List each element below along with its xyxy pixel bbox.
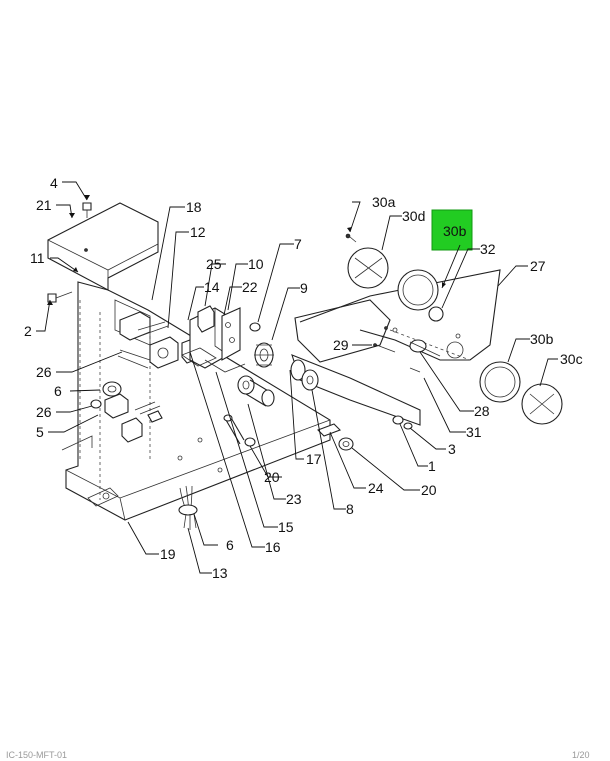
callout-label: 9 xyxy=(300,280,308,296)
callout-label: 24 xyxy=(368,480,384,496)
screw-part-4 xyxy=(82,202,92,218)
lens-30a xyxy=(345,233,389,289)
callout-label: 29 xyxy=(333,337,349,353)
callout-label: 28 xyxy=(474,403,490,419)
callout-label: 30c xyxy=(560,351,583,367)
callout-label: 4 xyxy=(50,175,58,191)
callout-label: 23 xyxy=(286,491,302,507)
footer-left: IC-150-MFT-01 xyxy=(6,750,67,760)
callout-label: 30d xyxy=(402,208,425,224)
callout-label: 20 xyxy=(264,469,280,485)
callout-label: 13 xyxy=(212,565,228,581)
callout-label: 25 xyxy=(206,256,222,272)
cover-plate xyxy=(47,202,159,291)
callout-label: 5 xyxy=(36,424,44,440)
callout-label: 6 xyxy=(226,537,234,553)
switch-bracket xyxy=(181,305,246,373)
callout-label: 12 xyxy=(190,224,206,240)
connector-cluster xyxy=(117,311,201,369)
callout-label: 31 xyxy=(466,424,482,440)
callout-label: 14 xyxy=(204,279,220,295)
shaft-rods xyxy=(223,414,245,445)
callout-label: 22 xyxy=(242,279,258,295)
nut-parts-1-3 xyxy=(392,415,413,430)
callout-label: 10 xyxy=(248,256,264,272)
highlighted-callout-label: 30b xyxy=(443,223,467,239)
lamp-assembly xyxy=(373,306,464,373)
pulley-assembly xyxy=(237,375,354,451)
drive-arm xyxy=(290,299,421,437)
callout-label: 32 xyxy=(480,241,496,257)
callout-label: 11 xyxy=(30,250,45,266)
callout-label: 21 xyxy=(36,197,52,213)
gear-part-9 xyxy=(254,342,274,368)
callout-label: 6 xyxy=(54,383,62,399)
knob-part-7 xyxy=(249,322,261,332)
callout-label: 30b xyxy=(530,331,554,347)
grommet-part-6 xyxy=(102,381,122,397)
callout-label: 7 xyxy=(294,236,302,252)
callout-label: 17 xyxy=(306,451,322,467)
bezel-30b xyxy=(479,361,521,403)
callout-label: 1 xyxy=(428,458,436,474)
nut-part-26 xyxy=(90,399,102,409)
callout-labels: 4 21 11 2 26 6 26 5 18 12 25 10 14 22 7 … xyxy=(24,175,583,581)
relay-part-5 xyxy=(104,393,163,443)
callout-label: 16 xyxy=(265,539,281,555)
callout-label: 19 xyxy=(160,546,176,562)
callout-label: 2 xyxy=(24,323,32,339)
callout-label: 30a xyxy=(372,194,396,210)
callout-label: 20 xyxy=(421,482,437,498)
footer-right: 1/20 xyxy=(572,750,590,760)
bezel-30d xyxy=(397,269,439,311)
highlight-box xyxy=(431,209,473,251)
callout-label: 3 xyxy=(448,441,456,457)
screw-part-2 xyxy=(47,291,73,303)
callout-label: 8 xyxy=(346,501,354,517)
callout-label: 27 xyxy=(530,258,546,274)
callout-label: 26 xyxy=(36,404,52,420)
callout-label: 15 xyxy=(278,519,294,535)
lens-30c xyxy=(521,383,563,425)
callout-label: 18 xyxy=(186,199,202,215)
main-chassis xyxy=(61,281,331,521)
arrowheads xyxy=(47,195,446,305)
wire-harness-13 xyxy=(178,485,198,530)
callout-label: 26 xyxy=(36,364,52,380)
